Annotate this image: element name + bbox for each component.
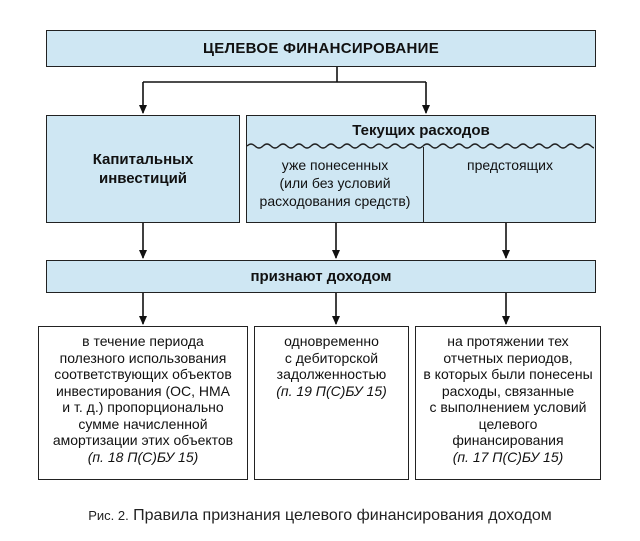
result-middle-line: задолженностью [276,366,387,382]
result-middle-ref: (п. 19 П(С)БУ 15) [276,382,387,399]
result-left-text: в течение периода полезного использовани… [53,327,233,465]
result-box-left: в течение периода полезного использовани… [38,326,248,480]
upcoming-label: предстоящих [467,157,553,173]
recognized-box: признают доходом [46,260,596,293]
recognized-label: признают доходом [250,268,392,285]
result-left-line: инвестирования (ОС, НМА [55,382,231,399]
result-left-line: и т. д.) пропорционально [62,399,224,415]
wavy-separator [247,143,594,149]
capital-line-1: Капитальных [92,151,194,168]
result-right-line: финансирования [452,432,564,448]
result-right-text: на протяжении тех отчетных периодов, в к… [423,327,592,465]
caption-prefix: Рис. 2. [88,508,129,523]
result-right-line: на протяжении тех [447,333,569,349]
current-header: Текущих расходов [247,116,595,144]
figure-caption: Рис. 2. Правила признания целевого финан… [0,507,640,525]
result-right-line: отчетных периодов, [443,349,573,366]
capital-line-2: инвестиций [98,170,188,187]
result-left-ref: (п. 18 П(С)БУ 15) [87,448,199,465]
capital-investments-box: Капитальных инвестиций [46,115,240,223]
upcoming-cell: предстоящих [425,156,595,174]
incurred-line-2: (или без условий [279,175,391,191]
title-box: ЦЕЛЕВОЕ ФИНАНСИРОВАНИЕ [46,30,596,67]
result-right-line: в которых были понесены [423,366,593,382]
result-middle-line: с дебиторской [284,349,379,366]
result-left-line: амортизации этих объектов [52,432,234,448]
result-box-right: на протяжении тех отчетных периодов, в к… [415,326,601,480]
current-expenses-box: Текущих расходов уже понесенных (или без… [246,115,596,223]
result-right-line: целевого [478,415,538,432]
current-vertical-divider [423,147,424,222]
result-left-line: полезного использования [59,349,227,366]
incurred-cell: уже понесенных (или без условий расходов… [247,156,423,210]
result-right-line: с выполнением условий [429,399,587,415]
result-middle-line: одновременно [284,333,379,349]
current-header-label: Текущих расходов [352,121,490,139]
result-left-line: соответствующих объектов [54,366,232,382]
result-left-line: сумме начисленной [78,415,208,432]
result-left-line: в течение периода [82,333,204,349]
caption-text: Правила признания целевого финансировани… [133,507,552,524]
result-middle-text: одновременно с дебиторской задолженность… [276,327,387,399]
result-right-ref: (п. 17 П(С)БУ 15) [452,448,564,465]
title-label: ЦЕЛЕВОЕ ФИНАНСИРОВАНИЕ [202,40,440,57]
result-right-line: расходы, связанные [441,382,575,399]
incurred-line-3: расходования средств) [259,193,411,209]
incurred-line-1: уже понесенных [281,157,389,173]
result-box-middle: одновременно с дебиторской задолженность… [254,326,409,480]
